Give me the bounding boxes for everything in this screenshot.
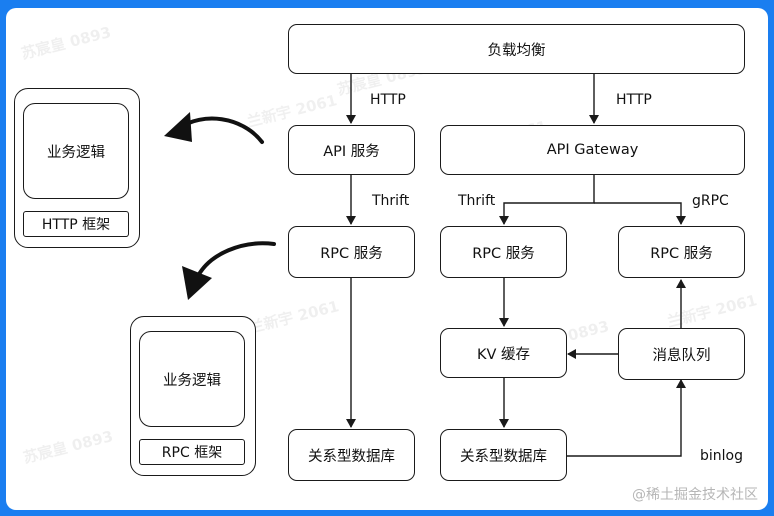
rpc-service-node-mid: RPC 服务 xyxy=(440,226,567,278)
edge-label-binlog: binlog xyxy=(700,448,743,464)
edge-label-thrift-left: Thrift xyxy=(372,193,410,209)
edge-db-binlog-to-mq xyxy=(566,379,686,457)
diagram-connectors xyxy=(164,74,686,457)
rpc-framework-label: RPC 框架 xyxy=(139,439,245,465)
relational-db-node-right: 关系型数据库 xyxy=(440,429,567,481)
api-service-node: API 服务 xyxy=(288,125,415,175)
edge-label-grpc: gRPC xyxy=(692,193,729,209)
curved-arrow-http-head xyxy=(164,112,192,142)
api-gateway-node: API Gateway xyxy=(440,125,745,175)
relational-db-node-left: 关系型数据库 xyxy=(288,429,415,481)
curved-arrow-http xyxy=(178,116,264,144)
http-framework-label: HTTP 框架 xyxy=(23,211,129,237)
edge-label-thrift-mid: Thrift xyxy=(458,193,496,209)
rpc-service-node-right: RPC 服务 xyxy=(618,226,745,278)
diagram-canvas: 苏宸皇 0893 苏宸皇 0893 兰新宇 2061 兰新宇 2061 苏宸皇 … xyxy=(6,8,768,510)
brand-watermark: @稀土掘金技术社区 xyxy=(632,487,758,503)
business-logic-box: 业务逻辑 xyxy=(23,103,129,199)
kv-cache-node: KV 缓存 xyxy=(440,328,567,378)
rpc-framework-panel: 业务逻辑 RPC 框架 xyxy=(130,316,256,476)
curved-arrow-rpc xyxy=(196,241,276,278)
http-framework-panel: 业务逻辑 HTTP 框架 xyxy=(14,88,140,248)
edge-label-http-left: HTTP xyxy=(370,92,406,108)
load-balancer-node: 负载均衡 xyxy=(288,24,745,74)
edge-gateway-to-rpc-right xyxy=(594,202,686,225)
edge-gateway-split xyxy=(499,175,595,225)
message-queue-node: 消息队列 xyxy=(618,328,745,380)
curved-arrow-rpc-head xyxy=(182,266,212,300)
edge-label-http-right: HTTP xyxy=(616,92,652,108)
business-logic-box: 业务逻辑 xyxy=(139,331,245,427)
rpc-service-node-left: RPC 服务 xyxy=(288,226,415,278)
